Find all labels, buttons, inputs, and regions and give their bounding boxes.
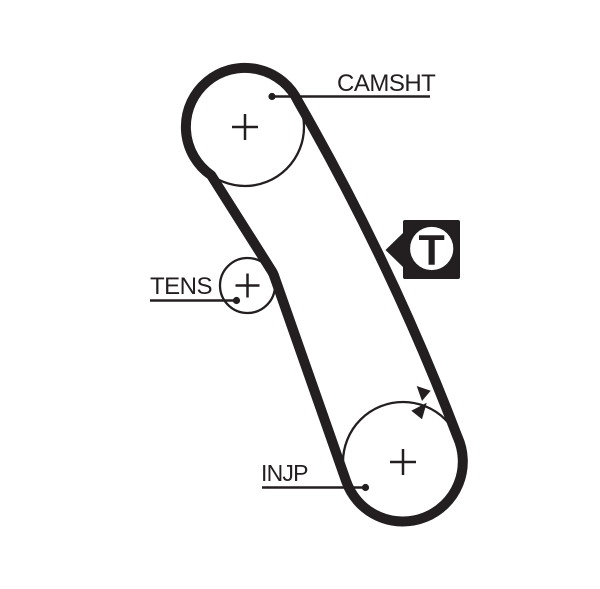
camshaft-callout: CAMSHT <box>268 70 437 101</box>
tensioner-crosshair-icon <box>235 273 260 298</box>
tens-label: TENS <box>150 273 212 300</box>
deflection-arrow-inner-icon <box>411 402 427 420</box>
belt-tension-marker: T <box>385 220 460 279</box>
tension-marker-circle <box>410 226 454 271</box>
injection-pump-crosshair-icon <box>390 449 416 475</box>
camshaft-crosshair-icon <box>232 114 258 140</box>
deflection-arrow-outer-icon <box>416 386 431 401</box>
tension-marker-letter: T <box>419 227 445 275</box>
tension-marker-pointer-icon <box>385 232 404 268</box>
injp-leader-dot <box>361 483 370 492</box>
camsht-label: CAMSHT <box>337 70 436 97</box>
belt-path <box>180 62 468 527</box>
camsht-leader-dot <box>268 92 276 101</box>
injp-label: INJP <box>261 460 308 486</box>
tens-leader-dot <box>232 296 241 305</box>
tensioner-callout: TENS <box>150 273 241 305</box>
injection-pump-callout: INJP <box>261 460 370 492</box>
